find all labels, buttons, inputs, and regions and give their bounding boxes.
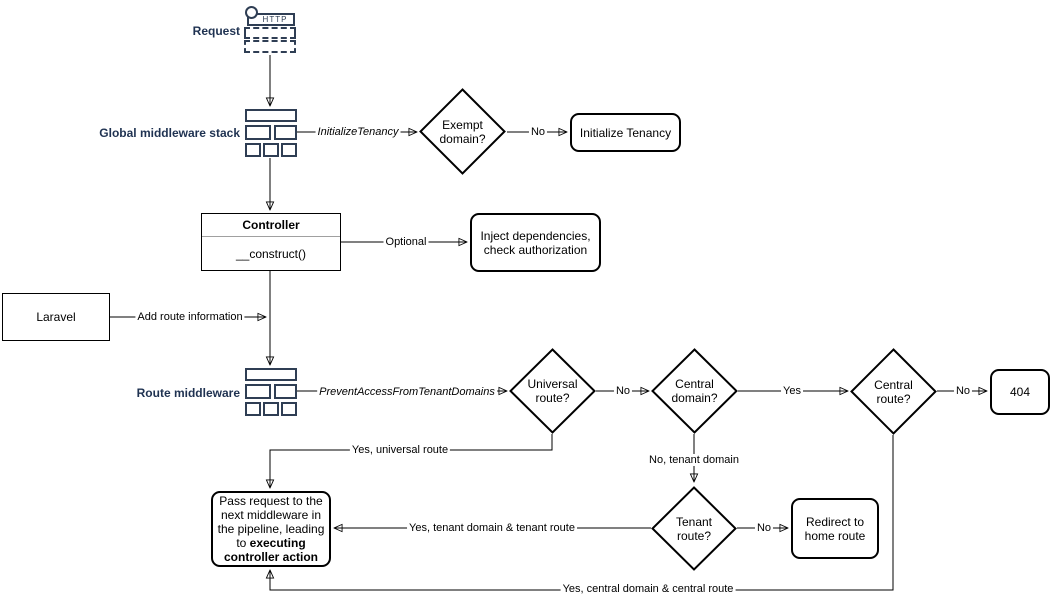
redirect-home-box: Redirect to home route bbox=[791, 498, 879, 559]
pass-request-box: Pass request to the next middleware in t… bbox=[211, 491, 331, 567]
global-middleware-label: Global middleware stack bbox=[99, 126, 240, 140]
edge-label-yes-central-domain: Yes bbox=[781, 385, 803, 397]
http-request-body-box-2 bbox=[244, 40, 296, 53]
pass-request-text: Pass request to the next middleware in t… bbox=[217, 494, 325, 550]
global-middleware-stack-icon bbox=[245, 109, 297, 157]
http-request-circle bbox=[245, 6, 258, 19]
decision-central-domain-label: Central domain? bbox=[671, 377, 718, 405]
edge-label-yes-universal-route: Yes, universal route bbox=[349, 444, 451, 456]
decision-universal-route-label: Universal route? bbox=[527, 377, 578, 405]
edge-label-no-exempt: No bbox=[528, 126, 548, 138]
edge-label-prevent-access: PreventAccessFromTenantDomains bbox=[317, 386, 497, 398]
route-middleware-label: Route middleware bbox=[136, 386, 240, 400]
route-middleware-stack-icon bbox=[245, 368, 297, 416]
edge-label-optional: Optional bbox=[383, 236, 429, 248]
edge-label-initialize-tenancy: InitializeTenancy bbox=[315, 126, 401, 138]
edge-label-no-tenant-route: No bbox=[754, 522, 774, 534]
pass-request-bold-text: executing controller action bbox=[223, 536, 318, 564]
decision-central-route: Central route? bbox=[850, 348, 937, 435]
edge-universal-yes-to-pass bbox=[270, 434, 553, 488]
decision-tenant-route: Tenant route? bbox=[651, 486, 737, 571]
decision-universal-route: Universal route? bbox=[509, 348, 596, 434]
edge-label-no-central-route: No bbox=[953, 385, 973, 397]
inject-dependencies-box: Inject dependencies, check authorization bbox=[470, 213, 601, 272]
http-badge-label: HTTP bbox=[262, 15, 288, 24]
edge-label-yes-tenant-domain-route: Yes, tenant domain & tenant route bbox=[407, 522, 577, 534]
not-found-box: 404 bbox=[990, 369, 1050, 415]
request-label: Request bbox=[192, 24, 240, 38]
controller-title: Controller bbox=[202, 214, 340, 237]
edge-label-no-universal: No bbox=[613, 385, 633, 397]
controller-method: __construct() bbox=[235, 247, 307, 261]
decision-exempt-domain: Exempt domain? bbox=[419, 88, 506, 175]
decision-central-domain: Central domain? bbox=[651, 348, 738, 434]
decision-exempt-domain-label: Exempt domain? bbox=[439, 117, 486, 146]
http-request-body-box-1 bbox=[244, 27, 296, 39]
decision-central-route-label: Central route? bbox=[874, 377, 913, 406]
decision-tenant-route-label: Tenant route? bbox=[675, 514, 713, 543]
http-request-header-box: HTTP bbox=[247, 13, 295, 26]
edge-label-yes-central-domain-route: Yes, central domain & central route bbox=[560, 583, 736, 595]
edge-label-add-route-information: Add route information bbox=[135, 311, 245, 323]
controller-box: Controller __construct() bbox=[201, 213, 341, 271]
laravel-box: Laravel bbox=[2, 293, 110, 341]
edge-label-no-tenant-domain: No, tenant domain bbox=[647, 454, 741, 466]
initialize-tenancy-box: Initialize Tenancy bbox=[570, 113, 681, 152]
